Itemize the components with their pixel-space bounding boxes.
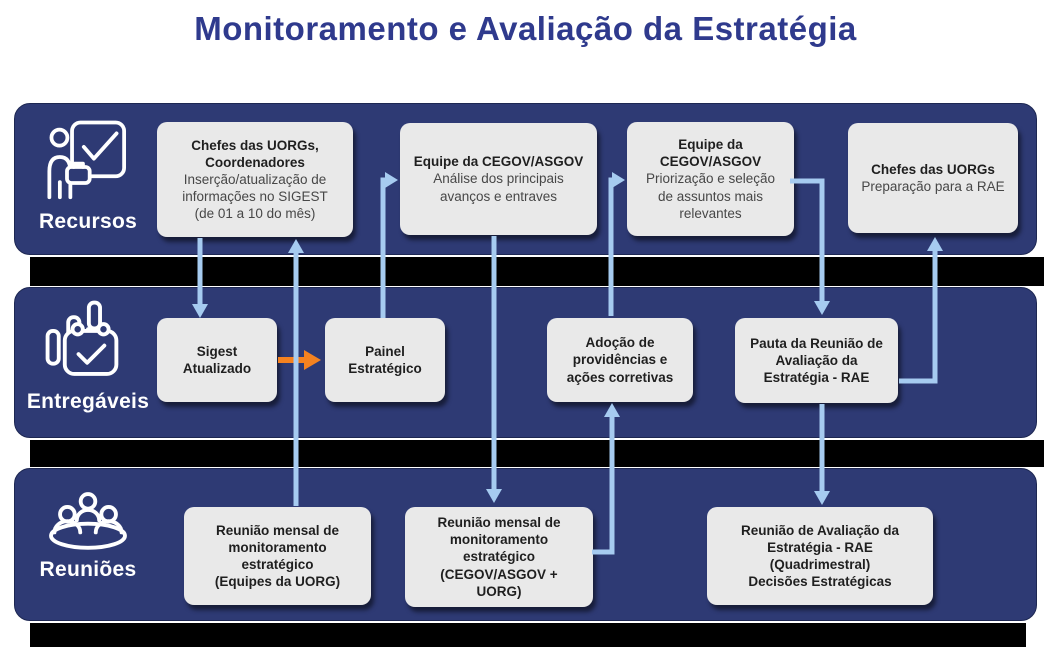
node-body: Preparação para a RAE [861, 179, 1005, 194]
node-title: Adoção de providências e ações corretiva… [566, 335, 674, 385]
node-title: Painel Estratégico [348, 343, 422, 376]
node-pauta-rae: Pauta da Reunião de Avaliação da Estraté… [735, 318, 898, 403]
node-reuniao-avaliacao-rae: Reunião de Avaliação da Estratégia - RAE… [707, 507, 933, 605]
node-body: Priorização e seleção de assuntos mais r… [645, 171, 776, 221]
node-title: Pauta da Reunião de Avaliação da Estraté… [750, 335, 883, 386]
node-title: Equipe da CEGOV/ASGOV [659, 137, 762, 170]
lane-label-reunioes: Reuniões [39, 558, 137, 581]
lane-gap-shadow [30, 623, 1026, 647]
node-equipe-cegov-analise: Equipe da CEGOV/ASGOV Análise dos princi… [400, 123, 597, 235]
lane-label-recursos: Recursos [38, 210, 138, 233]
node-equipe-cegov-priorizacao: Equipe da CEGOV/ASGOV Priorização e sele… [627, 122, 794, 236]
lane-gap-shadow [30, 257, 1044, 286]
node-title: Reunião mensal de monitoramento estratég… [214, 522, 341, 590]
node-title: Chefes das UORGs, Coordenadores [191, 137, 319, 170]
node-title: Chefes das UORGs [871, 161, 995, 177]
node-title: Reunião mensal de monitoramento estratég… [437, 515, 561, 599]
node-title: Reunião de Avaliação da Estratégia - RAE… [740, 522, 900, 590]
node-reuniao-mensal-uorg: Reunião mensal de monitoramento estratég… [184, 507, 371, 605]
person-checklist-icon [47, 120, 127, 200]
lane-label-entregaveis: Entregáveis [26, 390, 150, 413]
node-adocao-providencias: Adoção de providências e ações corretiva… [547, 318, 693, 402]
node-title: Equipe da CEGOV/ASGOV [413, 154, 584, 170]
chart-calendar-icon [45, 300, 119, 376]
lane-header-entregaveis: Entregáveis [26, 300, 150, 414]
node-painel-estrategico: Painel Estratégico [325, 318, 445, 402]
lane-header-reunioes: Reuniões [32, 490, 144, 582]
lane-gap-shadow [30, 440, 1044, 467]
node-reuniao-mensal-cegov: Reunião mensal de monitoramento estratég… [405, 507, 593, 607]
node-chefes-uorgs-coordenadores: Chefes das UORGs, Coordenadores Inserção… [157, 122, 353, 237]
node-body: Análise dos principais avanços e entrave… [433, 171, 564, 204]
node-chefes-uorgs-preparacao: Chefes das UORGs Preparação para a RAE [848, 123, 1018, 233]
people-table-icon [49, 492, 127, 550]
node-body: Inserção/atualização de informações no S… [182, 171, 328, 222]
lane-header-recursos: Recursos [32, 118, 144, 234]
node-sigest-atualizado: Sigest Atualizado [157, 318, 277, 402]
page-title: Monitoramento e Avaliação da Estratégia [194, 10, 857, 47]
node-title: Sigest Atualizado [182, 343, 252, 376]
